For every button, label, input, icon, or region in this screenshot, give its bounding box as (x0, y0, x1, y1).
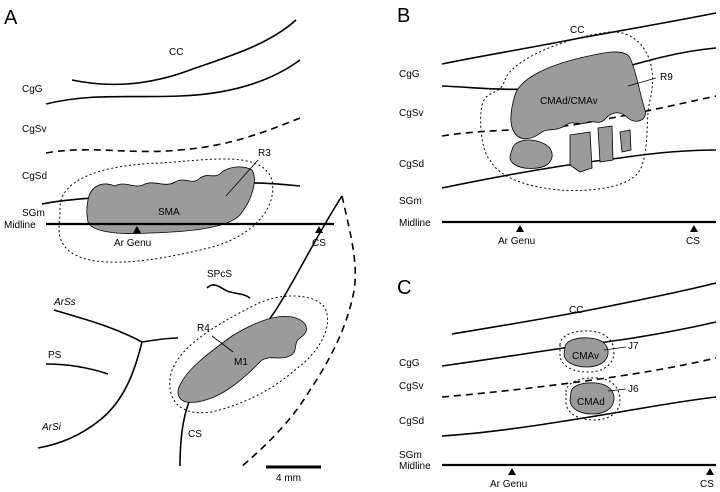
panel-c: C CC CgG CgSv CgSd SGm CMAv J7 CMAd J6 M… (397, 277, 717, 490)
panel-a-cc-upper-line (71, 19, 297, 86)
panel-a-spcs-label: SPcS (207, 269, 232, 280)
panel-b-cs-marker-icon (690, 225, 698, 232)
panel-c-cmav-region (563, 337, 609, 368)
panel-a-r4-pointer (211, 335, 234, 353)
panel-a-ps-line (45, 363, 109, 375)
panel-c-cmad-region (569, 382, 615, 415)
panel-a-scale-bar-label: 4 mm (276, 473, 301, 484)
panel-a: A CC CgG CgSv CgSd SGm SMA R3 Midline Ar… (4, 7, 357, 484)
panel-a-r3-label: R3 (258, 148, 271, 159)
panel-c-cs-marker-icon (706, 468, 714, 475)
panel-c-cmad-outline (565, 377, 621, 421)
panel-a-ps-label: PS (48, 350, 62, 361)
panel-b-region-lower-right (597, 125, 614, 163)
panel-a-cgg-line (45, 59, 301, 105)
panel-b-cgsd-label: CgSd (399, 159, 424, 170)
panel-c-j6-label: J6 (628, 384, 639, 395)
panel-a-sma-outline (58, 158, 274, 263)
panel-c-cmad-label: CMAd (577, 397, 605, 408)
panel-c-letter: C (397, 277, 411, 299)
panel-b-ar-genu-label: Ar Genu (498, 236, 535, 247)
panel-a-cs-marker-label: CS (312, 238, 326, 249)
panel-a-m1-outline (169, 295, 329, 414)
panel-c-sgm-boundary-line (441, 396, 717, 437)
panel-b-region-small (619, 129, 632, 153)
panel-a-sma-region (86, 166, 255, 234)
panel-a-cc-label: CC (169, 47, 183, 58)
panel-a-r3-pointer (225, 159, 259, 197)
panel-c-cgs-dashed-line (441, 357, 717, 398)
panel-b-region-lower-mid (569, 131, 593, 173)
panel-a-spcs-line (206, 284, 251, 299)
panel-b-cgg-label: CgG (399, 69, 420, 80)
panel-a-cgsv-label: CgSv (22, 124, 46, 135)
panel-a-ar-genu-label: Ar Genu (114, 238, 151, 249)
panel-a-sma-label: SMA (158, 207, 180, 218)
panel-b-region-lower-left (509, 139, 553, 169)
panel-b: B CC CgG CgSv CgSd SGm CMAd/CMAv R9 Midl… (397, 5, 717, 247)
panel-a-m1-label: M1 (234, 357, 248, 368)
panel-a-cgg-label: CgG (22, 84, 43, 95)
panel-a-arsi-label: ArSi (41, 422, 62, 433)
panel-a-arsi-branch-line (141, 337, 179, 343)
panel-a-sgm-label: SGm (22, 208, 45, 219)
panel-c-cc-line (451, 282, 717, 335)
panel-b-cgsv-label: CgSv (399, 108, 423, 119)
panel-c-j7-pointer (603, 346, 627, 351)
panel-c-cgg-label: CgG (399, 358, 420, 369)
panel-a-cgs-dashed-line (45, 117, 301, 154)
panel-a-cs-sulcus-label: CS (188, 429, 202, 440)
panel-a-arss-label: ArSs (53, 297, 76, 308)
panel-c-ar-genu-label: Ar Genu (490, 479, 527, 490)
panel-a-arsi-line (37, 341, 143, 449)
panel-c-midline-label: Midline (399, 461, 431, 472)
panel-c-cgsv-label: CgSv (399, 381, 423, 392)
panel-b-region-label: CMAd/CMAv (540, 96, 598, 107)
panel-a-arss-line (53, 309, 143, 343)
panel-b-r9-label: R9 (660, 72, 673, 83)
panel-b-midline-label: Midline (399, 218, 431, 229)
panel-a-cgsd-label: CgSd (22, 171, 47, 182)
panel-a-midline-label: Midline (4, 220, 36, 231)
panel-c-j7-label: J7 (628, 341, 639, 352)
panel-a-m1-region (177, 316, 307, 403)
panel-c-cmav-label: CMAv (572, 351, 599, 362)
panel-b-region-outline (480, 31, 654, 191)
panel-b-letter: B (397, 5, 410, 27)
panel-a-r4-label: R4 (197, 323, 210, 334)
panel-b-sgm-label: SGm (399, 196, 422, 207)
panel-c-cgg-line (441, 321, 717, 367)
panel-b-cs-marker-label: CS (686, 236, 700, 247)
panel-b-ar-genu-marker-icon (516, 225, 524, 232)
panel-a-letter: A (4, 7, 18, 29)
panel-c-cc-label: CC (569, 305, 583, 316)
panel-b-region-upper (510, 51, 646, 140)
panel-c-sgm-label: SGm (399, 450, 422, 461)
panel-c-ar-genu-marker-icon (508, 468, 516, 475)
panel-c-cgsd-label: CgSd (399, 416, 424, 427)
panel-c-cs-marker-label: CS (700, 479, 714, 490)
panel-a-ar-genu-marker-icon (133, 226, 141, 233)
panel-b-r9-pointer (627, 77, 657, 87)
panel-b-cc-label: CC (570, 25, 584, 36)
panel-b-cc-line (441, 12, 717, 65)
panel-c-j6-pointer (607, 388, 627, 392)
